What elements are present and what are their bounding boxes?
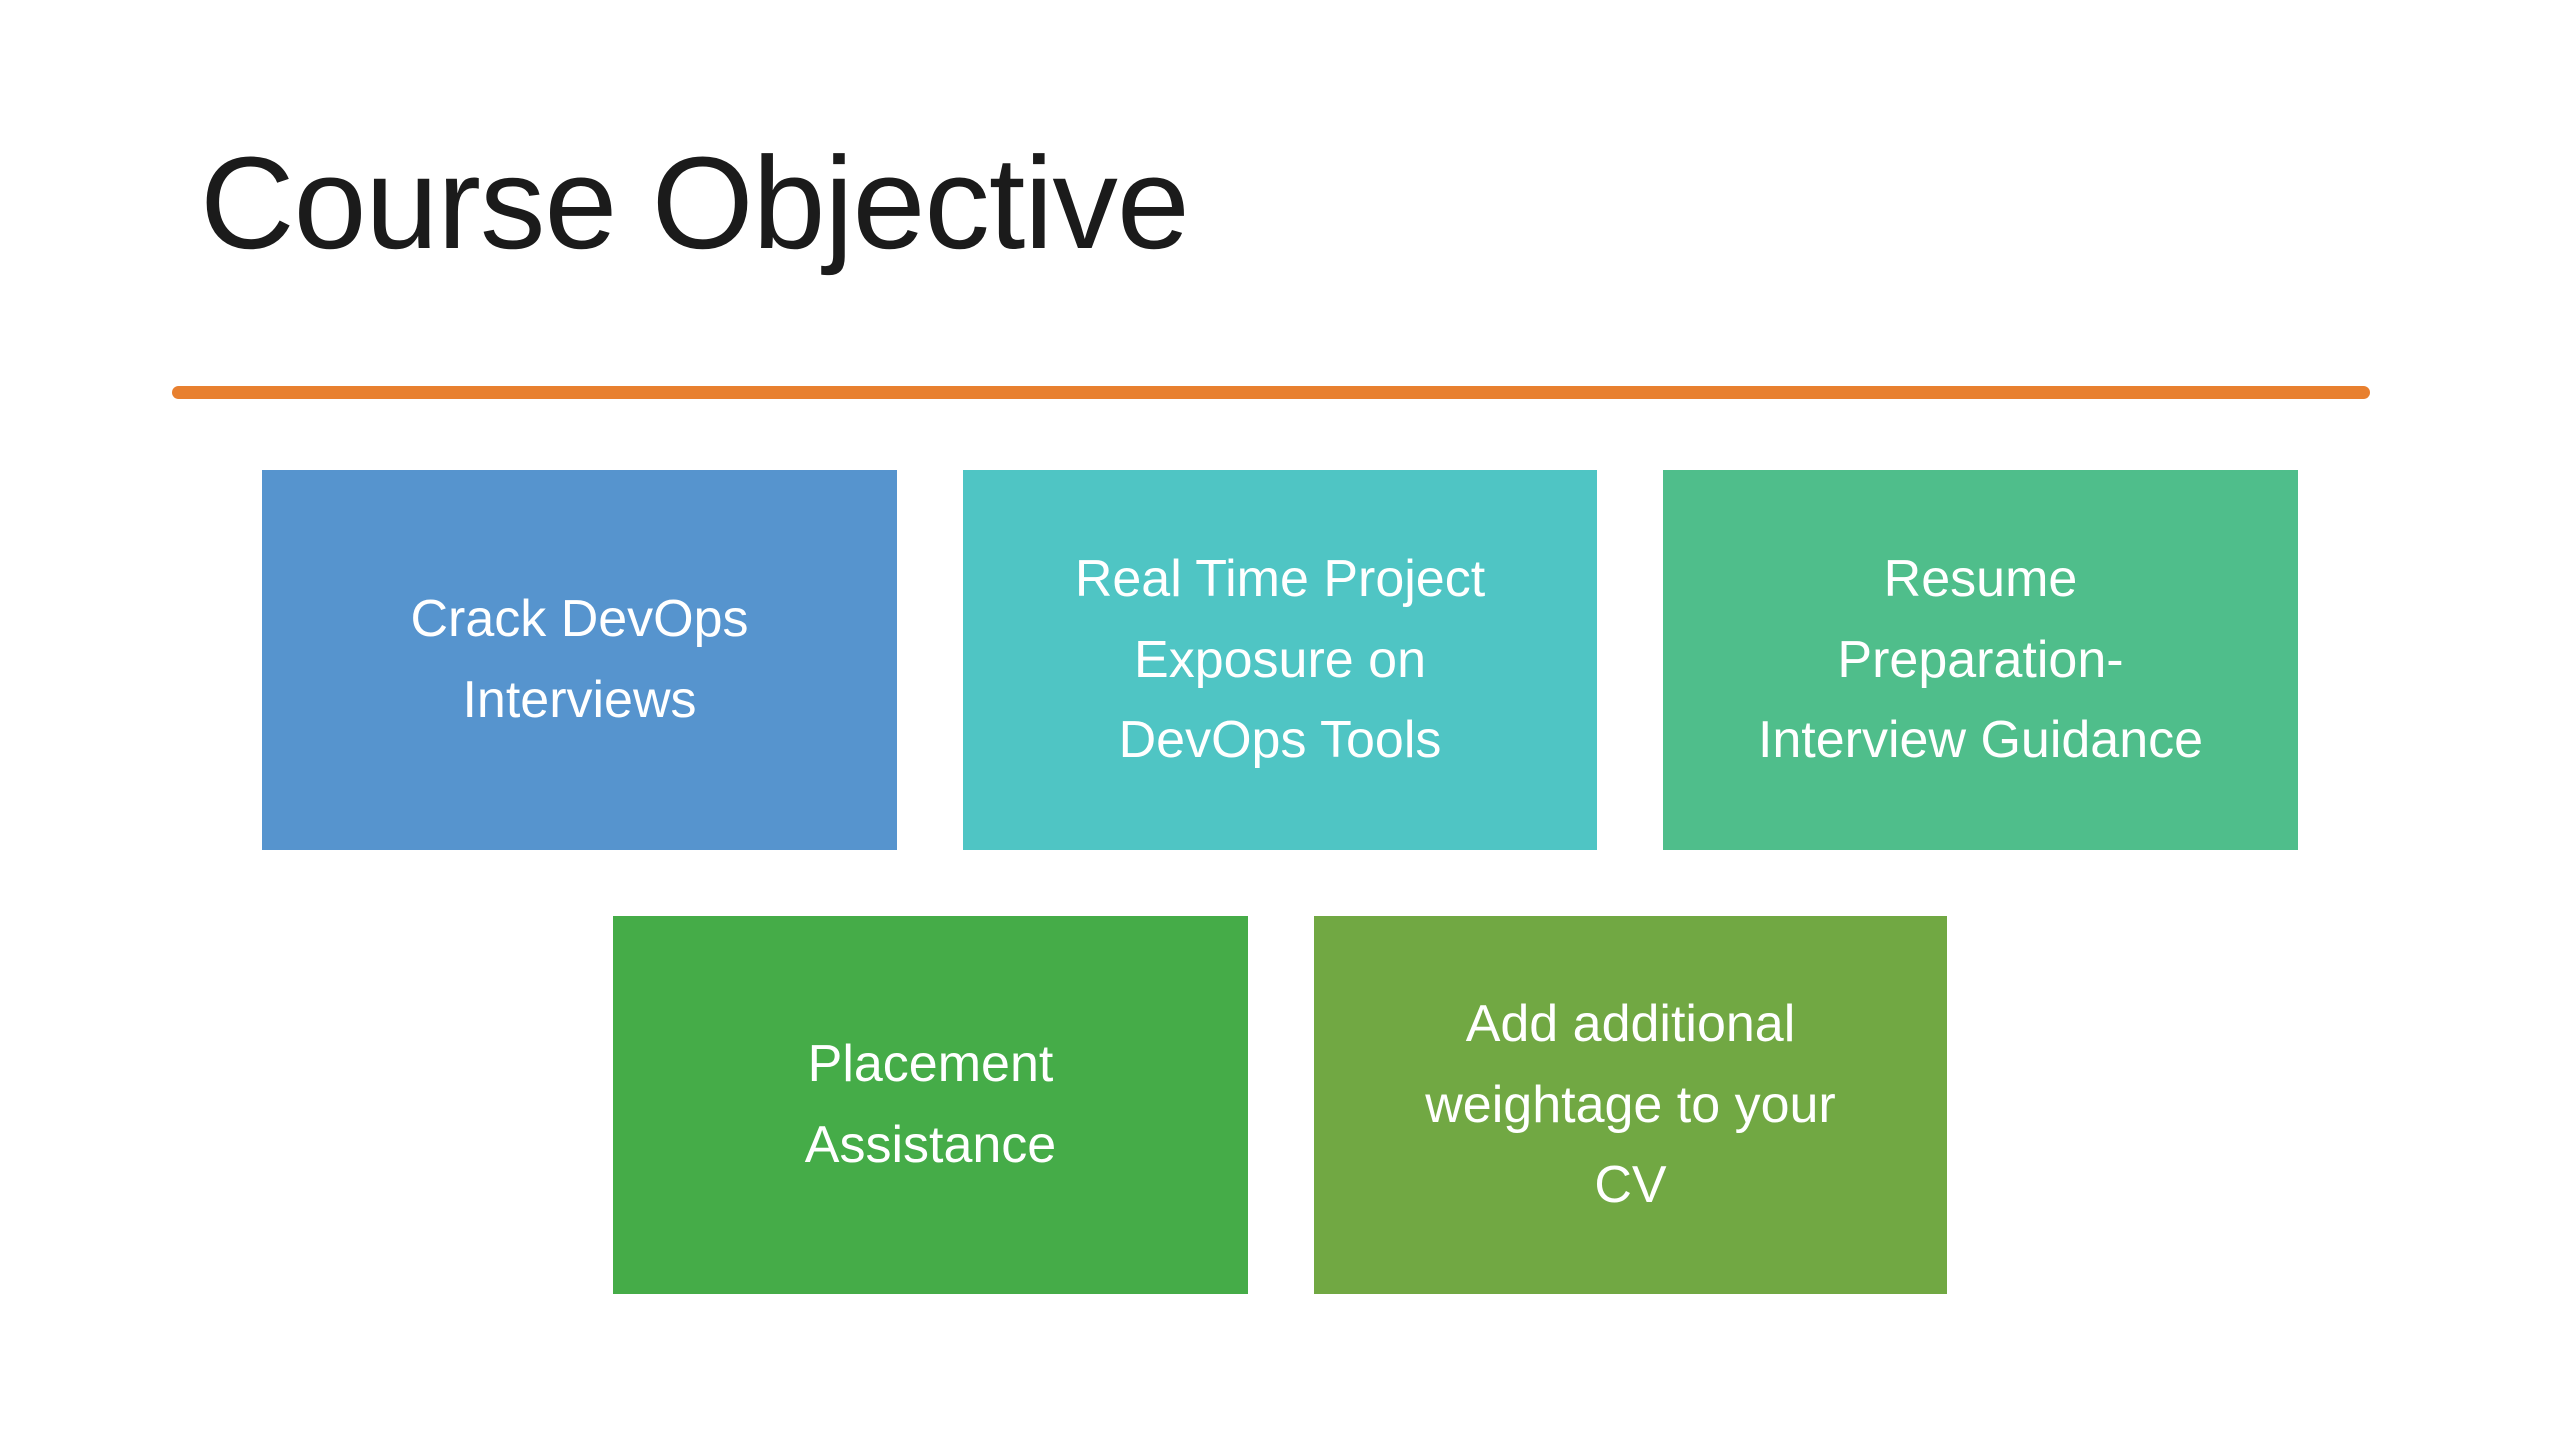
card-label: Real Time Project Exposure on DevOps Too… bbox=[1074, 550, 1486, 770]
card-label: Crack DevOps Interviews bbox=[410, 590, 749, 729]
objective-card-placement-assistance: Placement Assistance bbox=[613, 916, 1248, 1294]
title-divider-line bbox=[172, 386, 2370, 399]
card-label: Add additional weightage to your CV bbox=[1425, 995, 1836, 1215]
card-label: Resume Preparation- Interview Guidance bbox=[1757, 550, 2204, 770]
objective-card-add-weightage-to-cv: Add additional weightage to your CV bbox=[1314, 916, 1947, 1294]
card-label: Placement Assistance bbox=[804, 1035, 1057, 1174]
page-title: Course Objective bbox=[200, 129, 1190, 276]
objective-card-real-time-project-exposure: Real Time Project Exposure on DevOps Too… bbox=[963, 470, 1597, 850]
objective-card-crack-devops-interviews: Crack DevOps Interviews bbox=[262, 470, 897, 850]
objective-card-resume-preparation-guidance: Resume Preparation- Interview Guidance bbox=[1663, 470, 2298, 850]
